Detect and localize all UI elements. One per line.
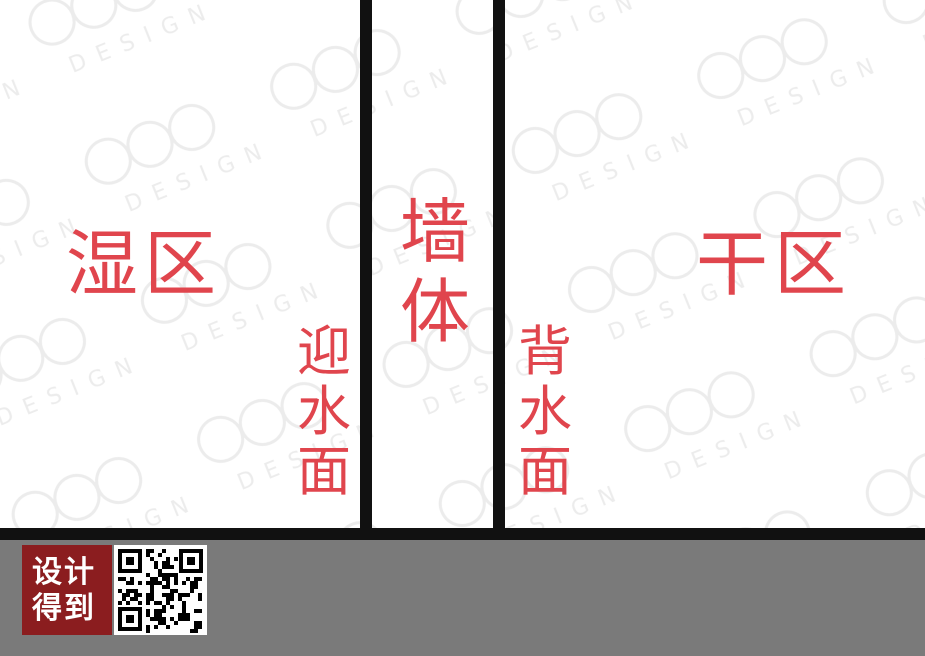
- wall-right-boundary: [493, 0, 505, 536]
- qr-code-icon: [114, 545, 207, 635]
- back-water-side-label: 背水面: [518, 320, 572, 503]
- brand-logo-text: 设计得到: [32, 555, 96, 626]
- wet-zone-label: 湿区: [66, 222, 223, 306]
- wall-label: 墙体: [400, 191, 470, 353]
- wall-left-boundary: [360, 0, 372, 536]
- brand-logo: 设计得到: [22, 545, 112, 635]
- water-facing-side-label: 迎水面: [297, 320, 351, 503]
- floor-line: [0, 528, 925, 540]
- dry-zone-label: 干区: [696, 222, 853, 306]
